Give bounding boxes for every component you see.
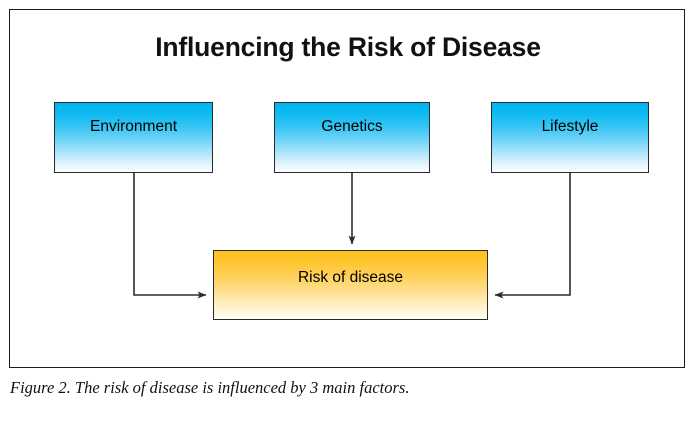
figure-caption: Figure 2. The risk of disease is influen… [10,378,410,397]
node-genetics[interactable]: Genetics [274,102,430,173]
connector-lifestyle-to-risk [494,173,571,299]
node-risk-of-disease-label: Risk of disease [297,269,404,287]
connector-layer [133,173,571,299]
figure-frame: Influencing the Risk of Disease Environm… [9,9,685,368]
page-title: Influencing the Risk of Disease [155,32,541,62]
node-environment-label: Environment [89,117,177,135]
connector-environment-to-risk [133,173,207,299]
node-environment[interactable]: Environment [54,102,213,173]
node-risk-of-disease[interactable]: Risk of disease [213,250,488,320]
node-lifestyle-label: Lifestyle [541,117,599,135]
node-genetics-label: Genetics [321,117,383,135]
node-lifestyle[interactable]: Lifestyle [491,102,649,173]
